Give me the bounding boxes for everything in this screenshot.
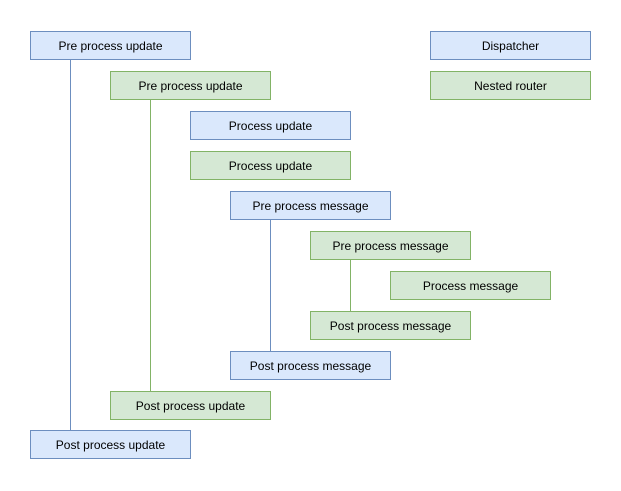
connector-pre-process-message-green xyxy=(350,260,351,311)
connector-pre-process-update-blue xyxy=(70,60,71,430)
node-process-update-green: Process update xyxy=(190,151,351,180)
node-post-process-message-blue: Post process message xyxy=(230,351,391,380)
node-pre-process-update-blue: Pre process update xyxy=(30,31,191,60)
node-pre-process-message-blue: Pre process message xyxy=(230,191,391,220)
node-post-process-message-green: Post process message xyxy=(310,311,471,340)
node-process-update-blue: Process update xyxy=(190,111,351,140)
node-dispatcher-blue: Dispatcher xyxy=(430,31,591,60)
node-nested-router-green: Nested router xyxy=(430,71,591,100)
node-post-process-update-blue: Post process update xyxy=(30,430,191,459)
node-process-message-green: Process message xyxy=(390,271,551,300)
node-post-process-update-green: Post process update xyxy=(110,391,271,420)
connector-pre-process-update-green xyxy=(150,100,151,391)
node-pre-process-message-green: Pre process message xyxy=(310,231,471,260)
node-pre-process-update-green: Pre process update xyxy=(110,71,271,100)
connector-pre-process-message-blue xyxy=(270,220,271,351)
